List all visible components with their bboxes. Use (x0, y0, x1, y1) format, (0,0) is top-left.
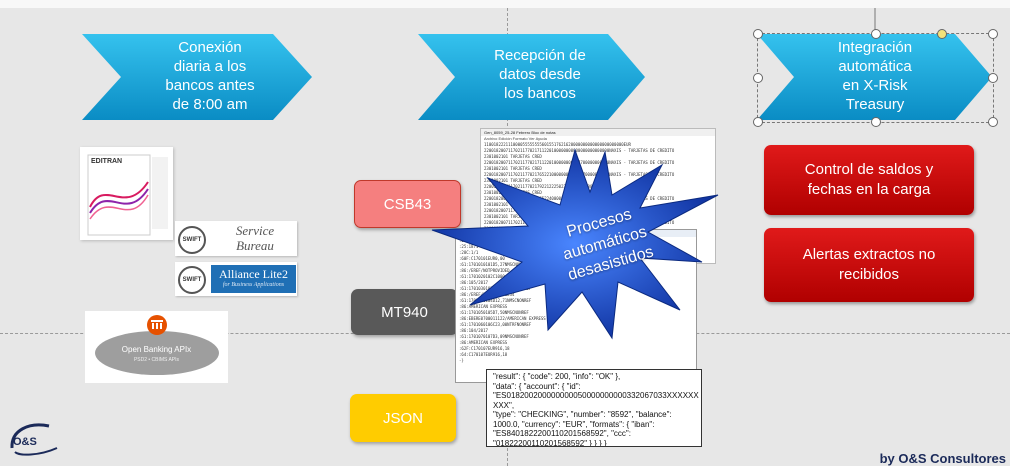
json-line: "ES018200200000000050000000000332067033X… (493, 391, 699, 400)
adjust-handle[interactable] (937, 29, 947, 39)
alliance-title: Alliance Lite2 (219, 267, 288, 281)
json-line: 1000.0, "currency": "EUR", "formats": { … (493, 419, 655, 429)
resize-handle[interactable] (871, 29, 881, 39)
file-line: :61:1701040104D12,71NMSCNONREF (459, 298, 532, 303)
file-line: :61:1701020102C1000,00NTRFNONREF (459, 274, 537, 279)
file-line: 2301002101 TARJETAS CRED (484, 166, 542, 171)
editran-graphic (87, 154, 168, 236)
alliance-subtitle: for Business Applications (222, 282, 285, 288)
file-line: -} (459, 358, 464, 363)
file-line: :62F:C170107EUR916,18 (459, 346, 510, 351)
file-line: 2200182007117021177021711220100000000000… (484, 148, 675, 153)
resize-handle[interactable] (988, 117, 998, 127)
resize-handle[interactable] (988, 29, 998, 39)
resize-handle[interactable] (753, 29, 763, 39)
file-line: 2200182007117021177021711220100000000007… (484, 160, 712, 166)
file-line: :86:EBERE0700011122/AMERICAN EXPRESS (459, 316, 546, 321)
file-line: :60F:C170101EUR0,00 (459, 256, 505, 261)
swift-logo-icon: SWIFT (178, 266, 206, 294)
file-line: 2200182007117021177021792212225023571000… (484, 184, 610, 189)
chevron-step-2 (418, 34, 645, 120)
file-line: :25:1871 (459, 244, 479, 249)
file1-title: Gen_8059_25-28 Febrero Bloc de notas (481, 129, 715, 136)
file-line: :28C:1/1 (459, 250, 479, 255)
file-line: :86:AMERICAN EXPRESS (459, 340, 508, 345)
open-banking-label: Open Banking APIx (121, 345, 192, 354)
json-line: XXX", (493, 400, 515, 410)
chevron-step-3 (757, 34, 992, 120)
open-banking-card: Open Banking APIx PSD2 • CBIMS APIs (85, 311, 228, 383)
os-logo-icon (10, 423, 58, 456)
file-line: 2301002101 TARJETAS CRED (484, 154, 542, 159)
alliance-banner: Alliance Lite2 for Business Applications (211, 265, 296, 293)
file-line: :86:105/2017 (459, 280, 488, 285)
editran-product-box: EDITRAN (80, 147, 173, 240)
resize-handle[interactable] (753, 73, 763, 83)
json-line: "result": { "code": 200, "info": "OK" }, (493, 372, 621, 381)
file-line: :61:1701010101D5,27NMSCNONREF (459, 262, 529, 267)
alliance-lite2-card: SWIFT Alliance Lite2 for Business Applic… (175, 262, 297, 296)
resize-handle[interactable] (871, 117, 881, 127)
file-line: :64:C170107EUR916,18 (459, 352, 508, 357)
file-line: :61:1701060106C23,00NTRFNONREF (459, 322, 532, 327)
resize-handle[interactable] (988, 73, 998, 83)
file-line: :61:1701070107D3,09NMSCNONREF (459, 334, 529, 339)
swift-logo-icon: SWIFT (178, 226, 206, 254)
chevron-step-1 (82, 34, 312, 120)
json-sample-box: "result": { "code": 200, "info": "OK" },… (486, 369, 702, 447)
file1-menu: Archivo Edición Formato Ver Ayuda (484, 136, 547, 141)
editran-label: EDITRAN (91, 158, 123, 165)
top-bar (0, 0, 1010, 8)
open-banking-graphic (95, 315, 219, 375)
logo-text: O&S (13, 436, 37, 448)
json-line: "type": "CHECKING", "number": "8592", "b… (493, 410, 672, 419)
file-line: 1100182221110000555555556015517621620000… (484, 142, 631, 147)
credit-text: by O&S Consultores (879, 451, 1006, 466)
file-line: :61:1701050105D7,50NMSCNONREF (459, 310, 529, 315)
csb43-format-box: CSB43 (354, 180, 461, 228)
json-format-box: JSON (350, 394, 456, 442)
file-line: :86:104/2017 (459, 328, 488, 333)
file-line: :86:/EREF/NOTPROVIDED (459, 268, 510, 273)
mt940-format-box: MT940 (351, 289, 458, 335)
open-banking-sublabel: PSD2 • CBIMS APIs (133, 357, 180, 363)
file-line: :86:AMERICAN EXPRESS (459, 304, 508, 309)
json-line: "01822200110201568592" } } } } (493, 438, 607, 447)
json-line: "ES8401822200110201568592", "ccc": (493, 429, 631, 438)
resize-handle[interactable] (753, 117, 763, 127)
json-line: "data": { "account": { "id": (493, 381, 581, 391)
